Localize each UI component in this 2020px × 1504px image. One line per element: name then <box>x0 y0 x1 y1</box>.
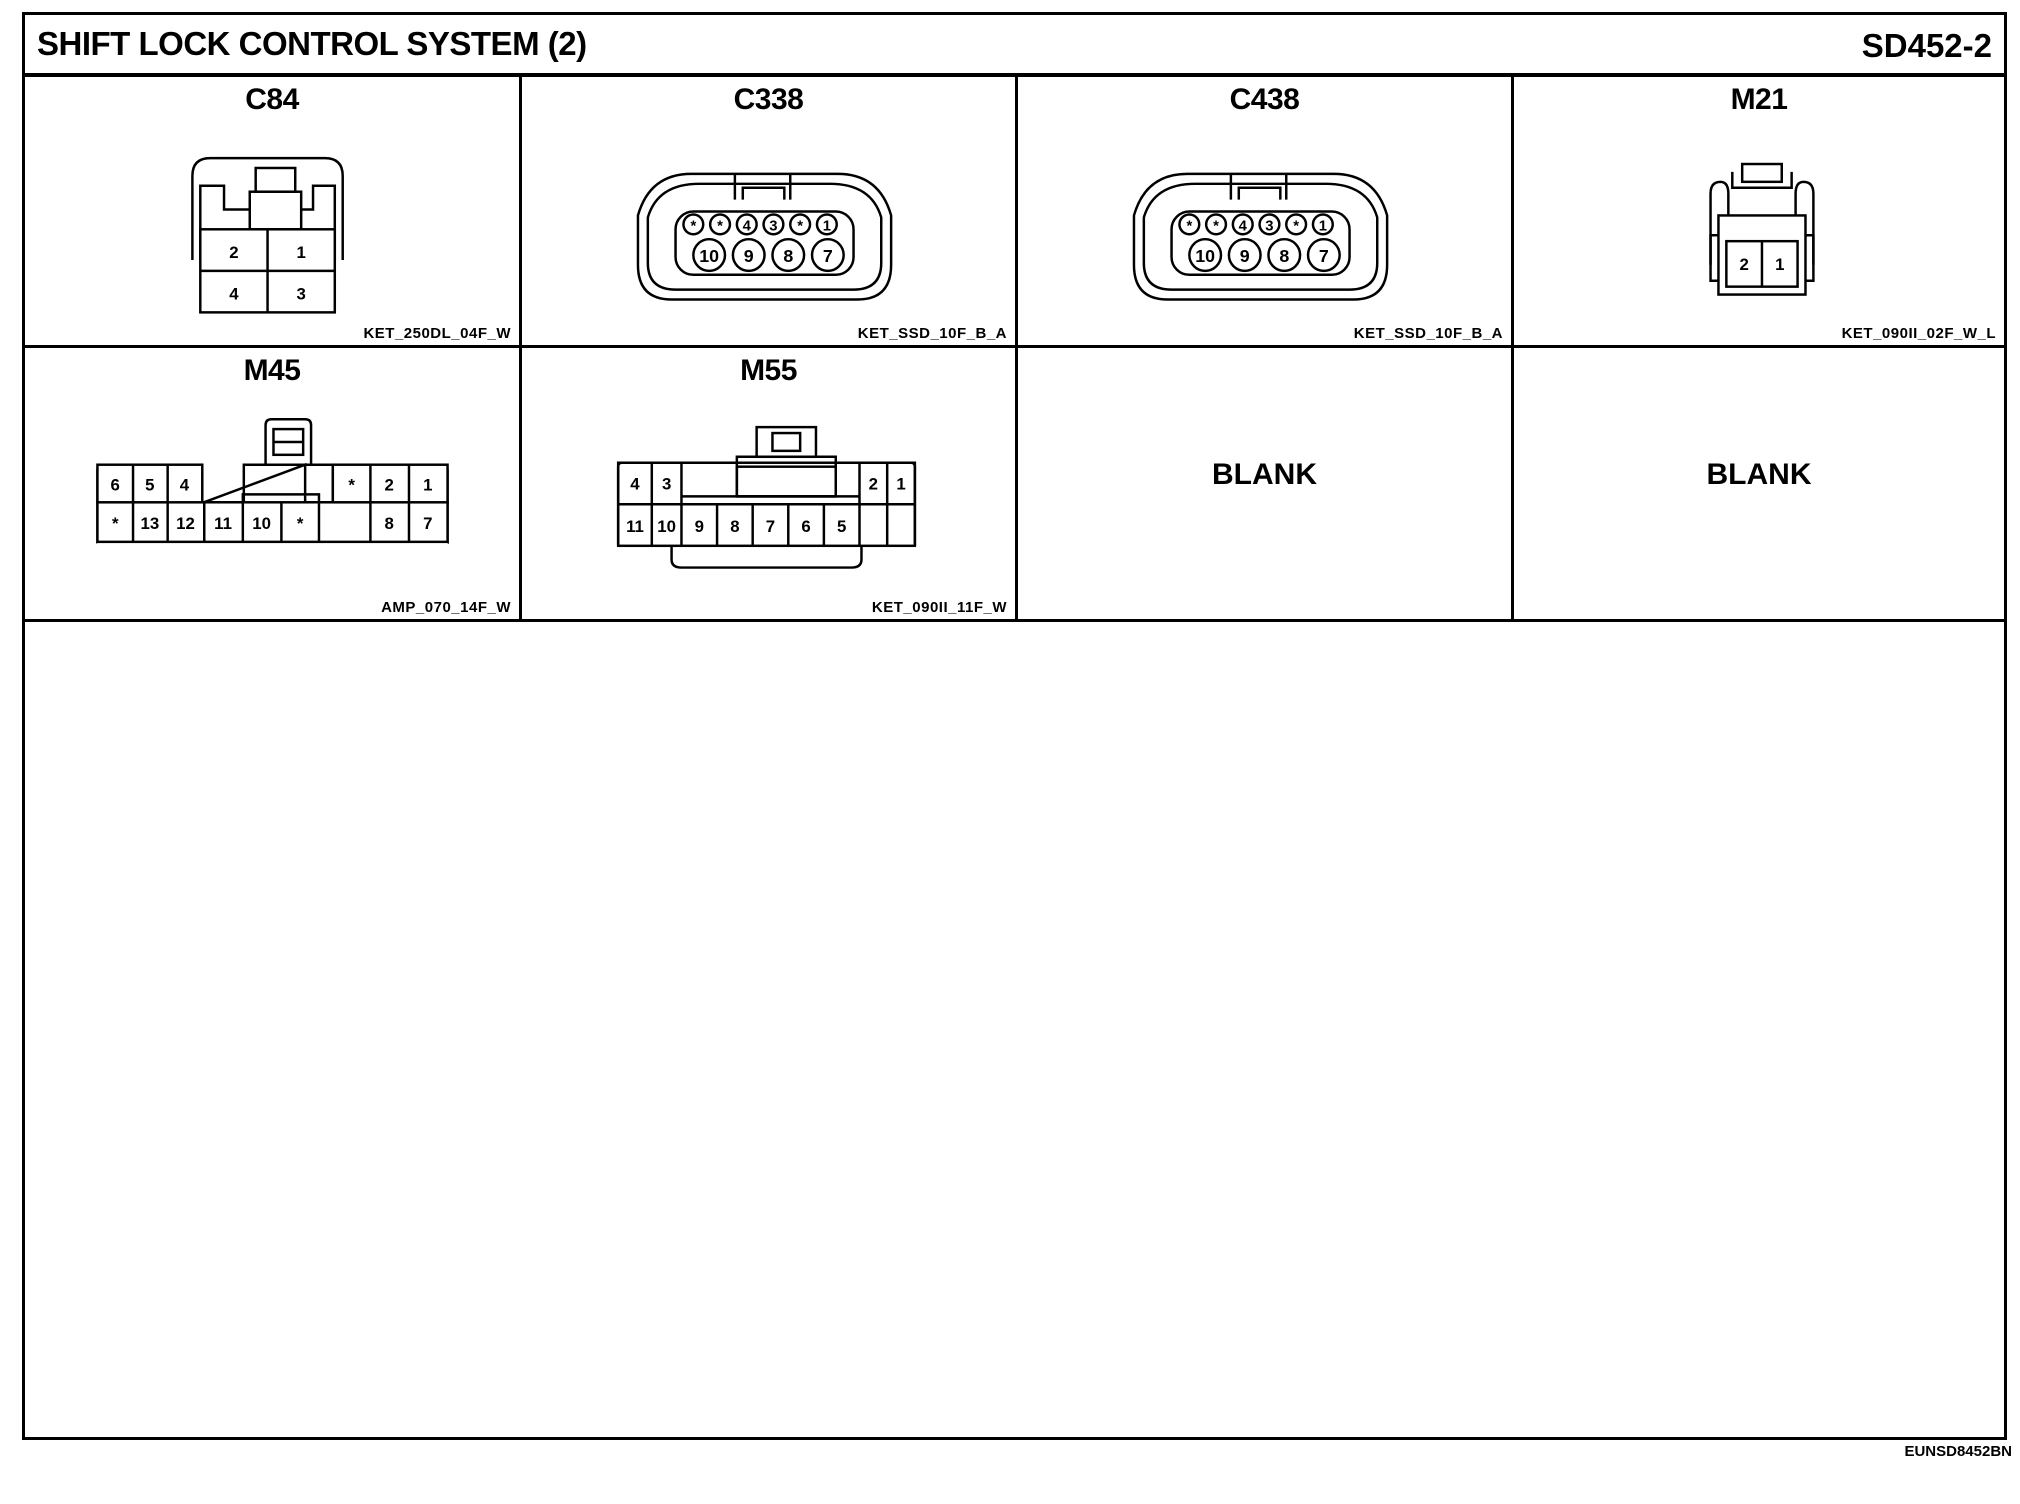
pin-label: * <box>348 475 355 494</box>
pin-label: 12 <box>176 514 195 533</box>
pin-label: 1 <box>297 243 306 262</box>
pin-label: 3 <box>662 474 671 493</box>
pin-label: 11 <box>626 517 644 536</box>
pin-label: 4 <box>229 285 239 304</box>
pin-label: 6 <box>111 475 120 494</box>
connector-cell-m45: M45 6 5 4 <box>25 348 522 622</box>
connector-part-code: KET_090II_11F_W <box>871 599 1007 616</box>
pin-label: 10 <box>699 246 719 266</box>
pin-label: 7 <box>823 246 833 266</box>
pin-label: 2 <box>1739 255 1748 274</box>
pin-label: 9 <box>1240 246 1250 266</box>
pin-label: 7 <box>423 514 432 533</box>
pin-label: 4 <box>180 475 190 494</box>
page-title: SHIFT LOCK CONTROL SYSTEM (2) <box>37 25 587 62</box>
connector-part-code: KET_SSD_10F_B_A <box>857 325 1007 342</box>
connector-label: M55 <box>740 354 797 387</box>
pin-label: 2 <box>229 243 238 262</box>
connector-cell-m55: M55 4 3 2 <box>522 348 1018 622</box>
connector-part-code: KET_250DL_04F_W <box>363 325 511 342</box>
pin-label: 1 <box>1319 218 1327 234</box>
pin-label: 6 <box>801 517 810 536</box>
pin-label: 10 <box>657 517 676 536</box>
pin-label: 8 <box>385 514 394 533</box>
connector-cell-m21: M21 2 1 KET_090II_02F_W_L <box>1514 77 2004 348</box>
pin-label: 5 <box>145 475 154 494</box>
pin-label: 3 <box>297 285 306 304</box>
pin-row-top <box>682 213 838 236</box>
footer-code: EUNSD8452BN <box>1904 1443 2012 1460</box>
connector-m55-diagram: 4 3 2 1 11 10 9 8 7 6 5 <box>616 425 917 569</box>
pin-label: * <box>1213 218 1219 234</box>
pin-label: 2 <box>869 474 878 493</box>
pin-label: 7 <box>766 517 775 536</box>
connector-sheet: SHIFT LOCK CONTROL SYSTEM (2) SD452-2 C8… <box>22 12 2007 1440</box>
pin-label: 5 <box>837 517 846 536</box>
pin-label: 9 <box>695 517 704 536</box>
pin-label: 7 <box>1319 246 1329 266</box>
pin-label: 8 <box>783 246 793 266</box>
pin-label: * <box>797 218 803 234</box>
pin-label: 13 <box>141 514 160 533</box>
pin-label: 10 <box>252 514 271 533</box>
connector-m21-diagram: 2 1 <box>1709 162 1815 296</box>
pin-label: 11 <box>214 514 232 533</box>
blank-label: BLANK <box>1706 458 1812 491</box>
connector-c84-diagram: 2 1 4 3 <box>191 156 344 314</box>
pin-label: 1 <box>823 218 831 234</box>
connector-label: M21 <box>1730 83 1788 116</box>
pin-label: 8 <box>730 517 739 536</box>
pin-label: 4 <box>1239 218 1248 234</box>
pin-label: 4 <box>743 218 752 234</box>
pin-label: 1 <box>423 475 432 494</box>
pin-label: 1 <box>896 474 905 493</box>
connector-label: C338 <box>733 83 804 116</box>
pin-label: 10 <box>1195 246 1215 266</box>
pin-label: 1 <box>1775 255 1784 274</box>
pin-label: * <box>717 218 723 234</box>
connector-cell-c84: C84 2 1 4 3 KET_250DL_04F_W <box>25 77 522 348</box>
connector-cell-c438: C438 * * 4 3 * 1 <box>1018 77 1514 348</box>
blank-label: BLANK <box>1212 458 1317 491</box>
connector-c438-diagram: * * 4 3 * 1 10 9 8 7 <box>1132 172 1389 301</box>
pin-label: * <box>297 514 304 533</box>
pin-label: 3 <box>769 218 777 234</box>
connector-label: C84 <box>245 83 299 116</box>
connector-c338-diagram: * * 4 3 * 1 10 9 8 7 <box>636 172 893 301</box>
connector-part-code: KET_SSD_10F_B_A <box>1353 325 1503 342</box>
connector-m45-diagram: 6 5 4 * 2 1 * 13 12 11 10 * 8 7 <box>96 417 449 545</box>
pin-label: 8 <box>1279 246 1289 266</box>
pin-label: 3 <box>1265 218 1273 234</box>
pin-label: 2 <box>385 475 394 494</box>
connector-part-code: AMP_070_14F_W <box>381 599 511 616</box>
connector-cell-c338: C338 * * 4 3 * 1 <box>522 77 1018 348</box>
blank-cell: BLANK <box>1018 348 1514 622</box>
blank-cell: BLANK <box>1514 348 2004 622</box>
connector-label: M45 <box>243 354 301 387</box>
pin-label: * <box>1186 218 1192 234</box>
connector-part-code: KET_090II_02F_W_L <box>1841 325 1996 342</box>
pin-label: * <box>112 514 119 533</box>
connector-label: C438 <box>1229 83 1300 116</box>
pin-label: * <box>1293 218 1299 234</box>
pin-label: 9 <box>744 246 754 266</box>
pin-label: * <box>690 218 696 234</box>
page-code: SD452-2 <box>1861 27 1992 64</box>
pin-label: 4 <box>630 474 640 493</box>
title-bar: SHIFT LOCK CONTROL SYSTEM (2) SD452-2 <box>25 15 2004 77</box>
